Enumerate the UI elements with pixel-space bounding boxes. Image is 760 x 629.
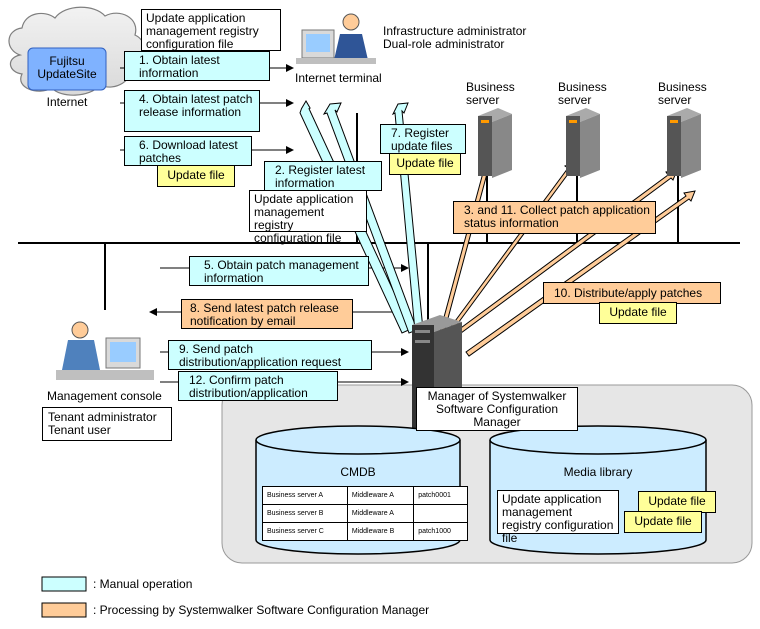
- media-update-file-2: Update file: [624, 511, 702, 533]
- step-5-box: 5. Obtain patch management information: [189, 256, 369, 286]
- legend-auto-swatch: [41, 602, 87, 618]
- business-server-label-3: Business server: [658, 80, 707, 107]
- console-person-icon: [56, 321, 154, 380]
- internet-label: Internet: [46, 95, 88, 109]
- step-10-box: 10. Distribute/apply patches: [543, 282, 721, 304]
- legend-auto-label: : Processing by Systemwalker Software Co…: [93, 603, 430, 617]
- step-4-box: 4. Obtain latest patch release informati…: [124, 90, 260, 132]
- step-6-box: 6. Download latest patches: [124, 136, 252, 166]
- step-9-box: 9. Send patch distribution/application r…: [168, 340, 372, 370]
- step-1-box: 1. Obtain latest information: [124, 51, 270, 81]
- update-file-note-6: Update file: [157, 165, 235, 187]
- table-row: Business server A Middleware A patch0001: [262, 486, 468, 505]
- management-console-label: Management console: [47, 389, 162, 403]
- manager-label: Manager of Systemwalker Software Configu…: [416, 387, 578, 431]
- step-2-box: 2. Register latest information: [264, 161, 382, 191]
- cmdb-table: Business server A Middleware A patch0001…: [262, 486, 468, 541]
- top-config-note: Update application management registry c…: [141, 9, 281, 51]
- media-library-title: Media library: [563, 465, 633, 479]
- tenant-box: Tenant administrator Tenant user: [42, 407, 172, 441]
- media-update-file-1: Update file: [638, 491, 716, 513]
- business-server-icon: [478, 108, 512, 178]
- step-12-box: 12. Confirm patch distribution/applicati…: [178, 371, 338, 401]
- cmdb-title: CMDB: [340, 465, 376, 479]
- infra-admin-person-icon: [296, 13, 376, 64]
- business-server-icon: [566, 108, 600, 178]
- table-row: Business server B Middleware A: [262, 504, 468, 523]
- step-2-config-note: Update application management registry c…: [249, 190, 367, 245]
- infra-admin-label: Infrastructure administrator Dual-role a…: [383, 24, 527, 51]
- media-config-note: Update application management registry c…: [497, 490, 619, 545]
- internet-terminal-label: Internet terminal: [295, 71, 382, 85]
- step-7-box: 7. Register update files: [380, 124, 466, 154]
- update-site-label: Fujitsu UpdateSite: [37, 54, 97, 81]
- business-server-label-1: Business server: [466, 80, 515, 107]
- table-row: Business server C Middleware B patch1000: [262, 522, 468, 541]
- step-3-11-box: 3. and 11. Collect patch application sta…: [453, 201, 656, 234]
- business-server-icon: [667, 108, 701, 178]
- update-file-note-7: Update file: [389, 153, 461, 175]
- step-8-box: 8. Send latest patch release notificatio…: [181, 299, 353, 329]
- business-server-label-2: Business server: [558, 80, 607, 107]
- update-file-note-10: Update file: [599, 302, 677, 324]
- legend-manual-swatch: [41, 576, 87, 592]
- legend-manual-label: : Manual operation: [93, 577, 193, 591]
